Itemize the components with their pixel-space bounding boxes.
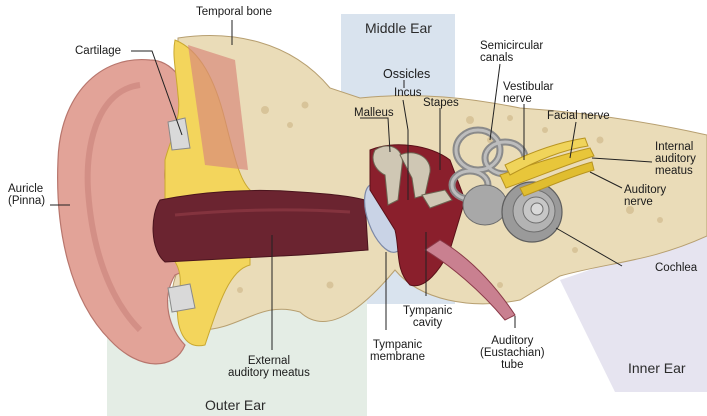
external-auditory-canal xyxy=(153,190,368,262)
label-stapes: Stapes xyxy=(423,97,459,109)
inner-ear-region-label: Inner Ear xyxy=(628,360,686,376)
label-ossicles: Ossicles xyxy=(383,68,430,80)
cartilage-lower xyxy=(168,284,195,312)
label-cochlea: Cochlea xyxy=(655,262,697,274)
label-internal-auditory-meatus: Internal auditory meatus xyxy=(655,141,696,177)
label-semicircular-canals: Semicircular canals xyxy=(480,40,543,64)
label-cartilage: Cartilage xyxy=(75,45,121,57)
vestibule-shape xyxy=(463,185,507,225)
label-malleus: Malleus xyxy=(354,107,394,119)
label-facial-nerve: Facial nerve xyxy=(547,110,610,122)
label-auricle: Auricle (Pinna) xyxy=(8,183,45,207)
label-tympanic-membrane: Tympanic membrane xyxy=(370,339,425,363)
outer-ear-region-label: Outer Ear xyxy=(205,397,266,413)
label-tympanic-cavity: Tympanic cavity xyxy=(403,305,452,329)
middle-ear-region-label: Middle Ear xyxy=(365,20,432,36)
label-temporal-bone: Temporal bone xyxy=(196,6,272,18)
label-vestibular-nerve: Vestibular nerve xyxy=(503,81,554,105)
label-incus: Incus xyxy=(394,87,422,99)
label-auditory-nerve: Auditory nerve xyxy=(624,184,666,208)
label-external-auditory-meatus: External auditory meatus xyxy=(228,355,310,379)
label-eustachian-tube: Auditory (Eustachian) tube xyxy=(480,335,545,371)
